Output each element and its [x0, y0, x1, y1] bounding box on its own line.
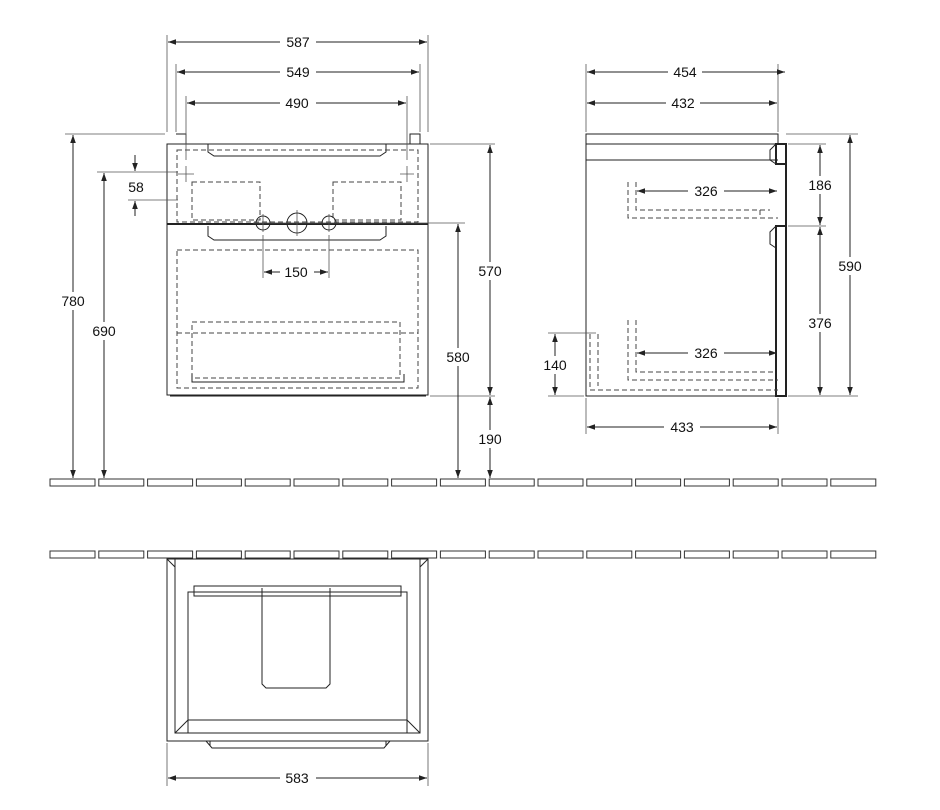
dim-583: 583	[285, 770, 309, 786]
wall-tile	[732, 550, 779, 559]
floor-tile	[830, 478, 877, 487]
wall-tile	[195, 550, 242, 559]
dim-326-lower: 326	[694, 345, 718, 361]
wall-tile	[49, 550, 96, 559]
dim-150: 150	[284, 264, 308, 280]
floor-tile	[732, 478, 779, 487]
floor-tile	[586, 478, 633, 487]
dim-570: 570	[478, 263, 502, 279]
wall-tile	[147, 550, 194, 559]
wall-line	[49, 550, 877, 559]
dim-186: 186	[808, 177, 832, 193]
dim-432: 432	[671, 95, 695, 111]
dim-590: 590	[838, 258, 862, 274]
floor-tile	[49, 478, 96, 487]
wall-tile	[439, 550, 486, 559]
floor-tile	[342, 478, 389, 487]
wall-tile	[244, 550, 291, 559]
floor-tile	[244, 478, 291, 487]
dim-587: 587	[286, 34, 310, 50]
dim-58: 58	[128, 179, 144, 195]
dim-454: 454	[673, 64, 697, 80]
wall-tile	[586, 550, 633, 559]
dim-690: 690	[92, 323, 116, 339]
wall-tile	[342, 550, 389, 559]
floor-tile	[98, 478, 145, 487]
front-view: 587 549 490 780 690 58 150 570 580 190	[58, 33, 506, 478]
wall-tile	[635, 550, 682, 559]
floor-tile	[683, 478, 730, 487]
wall-tile	[683, 550, 730, 559]
side-view: 454 432 326 326 433 140 186 376 590	[540, 63, 865, 436]
floor-tile	[195, 478, 242, 487]
floor-tile	[488, 478, 535, 487]
wall-tile	[781, 550, 828, 559]
wall-tile	[488, 550, 535, 559]
floor-tile	[635, 478, 682, 487]
dim-490: 490	[285, 95, 309, 111]
dim-433: 433	[670, 419, 694, 435]
wall-tile	[293, 550, 340, 559]
dim-326-upper: 326	[694, 183, 718, 199]
top-view: 583	[166, 558, 429, 787]
dim-376: 376	[808, 315, 832, 331]
floor-tile	[537, 478, 584, 487]
wall-tile	[98, 550, 145, 559]
dim-549: 549	[286, 64, 310, 80]
dim-580: 580	[446, 349, 470, 365]
wall-tile	[537, 550, 584, 559]
floor-tile	[293, 478, 340, 487]
dim-140: 140	[543, 357, 567, 373]
floor-tile	[439, 478, 486, 487]
floor-tile	[391, 478, 438, 487]
wall-tile	[391, 550, 438, 559]
dim-190: 190	[478, 431, 502, 447]
floor-tile	[147, 478, 194, 487]
floor-line	[49, 478, 877, 487]
floor-tile	[781, 478, 828, 487]
wall-tile	[830, 550, 877, 559]
dim-780: 780	[61, 293, 85, 309]
